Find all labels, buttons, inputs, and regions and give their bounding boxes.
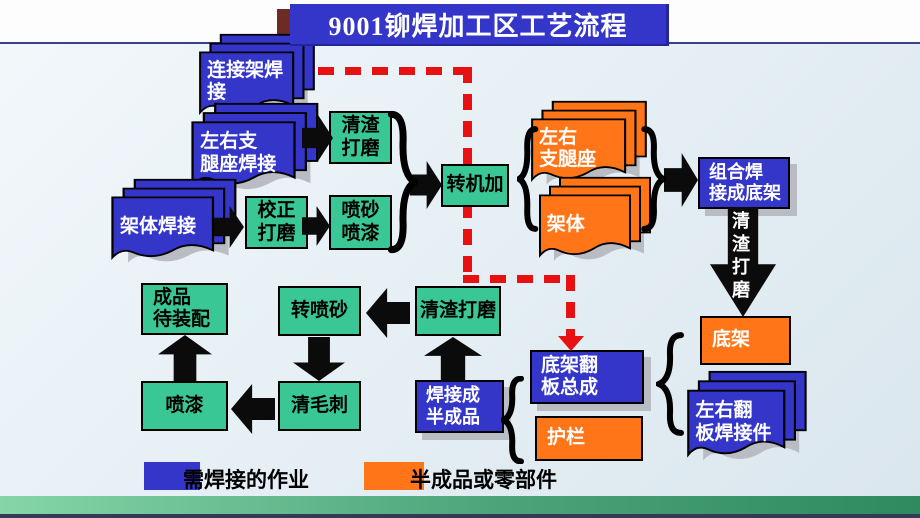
node-slag-cleaning-grinding-2: 清渣打磨 [415, 286, 501, 336]
node-label: 底架 [712, 329, 751, 351]
node-label: 左右 支腿座 [539, 127, 597, 171]
node-paint: 喷漆 [141, 381, 228, 431]
node-underframe: 底架 [700, 316, 791, 365]
node-sandblast-paint: 喷砂 喷漆 [329, 195, 392, 250]
red-dashed-segment-v2 [566, 275, 575, 337]
node-transfer-sandblast: 转喷砂 [278, 286, 361, 336]
document-stack-icon [111, 178, 237, 263]
document-stack-icon [539, 176, 651, 261]
node-deburring: 清毛刺 [278, 381, 361, 431]
node-outrigger-seat-part: 左右 支腿座 [528, 100, 652, 190]
node-finished-await-assembly: 成品 待装配 [141, 283, 228, 335]
document-stack-icon [191, 102, 319, 191]
legend-label-weld-jobs: 需焊接的作业 [183, 469, 309, 492]
brace-close-icon [640, 126, 666, 232]
node-outrigger-seat-welding: 左右支 腿座焊接 [188, 102, 324, 196]
brace-open-icon [501, 376, 525, 464]
arrow-parts-to-assembly-icon [664, 153, 698, 207]
slide-title-text: 9001铆焊加工区工艺流程 [328, 11, 628, 41]
node-guardrail: 护栏 [535, 416, 643, 461]
arrow-slag2-to-sandblast-icon [366, 288, 410, 338]
slide-title: 9001铆焊加工区工艺流程 [290, 4, 669, 46]
arrow-label-slag-grind: 清渣打磨 [730, 211, 750, 303]
node-label: 连接架焊接 [207, 60, 284, 104]
node-label: 喷砂 喷漆 [341, 200, 380, 244]
node-flap-weldment: 左右翻 板焊接件 [684, 370, 812, 466]
node-slag-cleaning-grinding-1: 清渣 打磨 [329, 111, 392, 164]
arrow-deburr-to-paint-icon [231, 384, 275, 434]
document-stack-icon [687, 370, 807, 461]
node-label: 清渣打磨 [419, 299, 496, 321]
node-transfer-machining: 转机加 [441, 164, 509, 207]
node-label: 左右翻 板焊接件 [695, 400, 772, 444]
node-frame-body-part: 架体 [536, 176, 656, 266]
node-label: 转机加 [446, 174, 504, 196]
arrow-paint-to-finished-icon [158, 335, 212, 381]
document-stack-icon [531, 100, 647, 185]
node-label: 护栏 [547, 427, 586, 449]
arrow-sandblast-to-deburr-icon [293, 337, 345, 381]
red-dashed-segment-h1 [318, 67, 466, 75]
node-frame-body-welding: 架体焊接 [108, 178, 242, 268]
node-connecting-frame-welding: 连接架焊接 [196, 33, 320, 123]
node-label: 清渣 打磨 [341, 115, 380, 159]
brace-open-icon [656, 332, 686, 436]
node-underframe-flap-assembly: 底架翻 板总成 [530, 350, 644, 404]
legend-swatch-semi-parts [364, 462, 424, 490]
node-label: 底架翻 板总成 [541, 354, 599, 398]
red-arrowhead-icon [558, 336, 584, 351]
node-label: 左右支 腿座焊接 [200, 131, 277, 175]
node-label: 转喷砂 [290, 299, 348, 321]
brace-close-icon [386, 110, 418, 254]
node-weld-semi-finished: 焊接成 半成品 [415, 380, 504, 433]
brace-open-icon [517, 126, 539, 232]
node-label: 架体 [546, 214, 585, 236]
node-label: 校正 打磨 [257, 200, 296, 244]
node-correction-grinding: 校正 打磨 [245, 196, 308, 249]
node-label: 清毛刺 [290, 394, 348, 416]
legend-swatch-weld-jobs [144, 462, 200, 490]
footer-green-bar [0, 496, 920, 514]
document-stack-icon [199, 33, 315, 118]
node-label: 喷漆 [165, 394, 204, 416]
node-label: 架体焊接 [120, 216, 197, 238]
node-label: 组合焊 接成底架 [709, 161, 781, 203]
node-assembly-weld-underframe: 组合焊 接成底架 [698, 157, 790, 209]
red-dashed-segment-h2 [463, 275, 575, 283]
legend-label-semi-parts: 半成品或零部件 [410, 469, 557, 492]
footer-dark-line [0, 514, 920, 518]
arrow-semi-to-slag2-icon [424, 337, 482, 382]
node-label: 焊接成 半成品 [426, 385, 480, 427]
node-label: 成品 待装配 [153, 286, 211, 330]
